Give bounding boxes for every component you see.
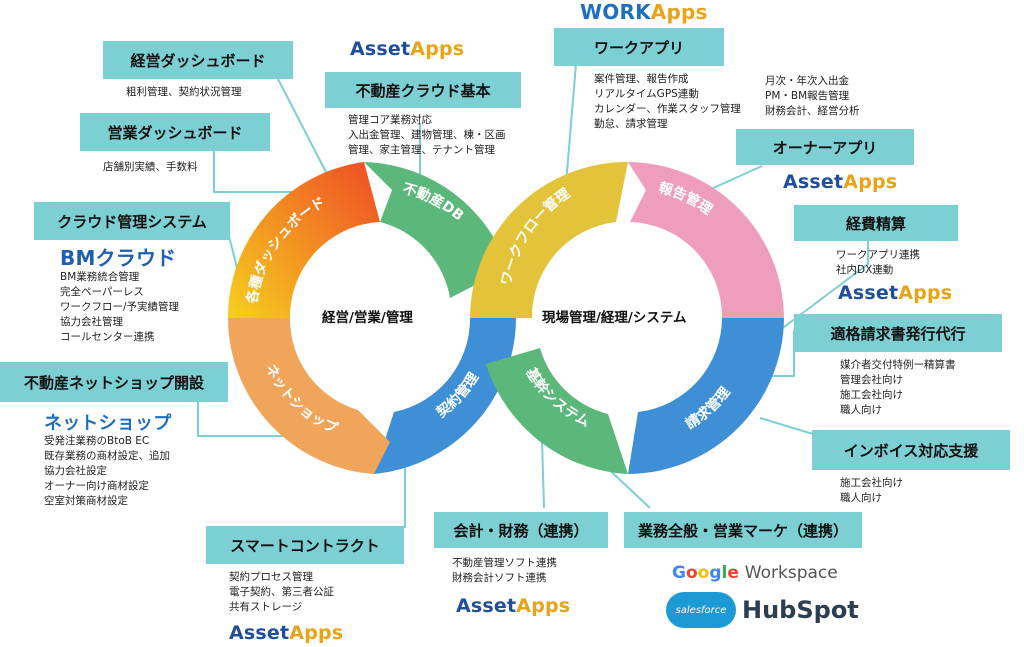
segment-billing[interactable] — [628, 318, 784, 474]
invoice-agent-box[interactable]: 適格請求書発行代行 — [794, 314, 1002, 352]
desc-line: 不動産管理ソフト連携 — [452, 557, 557, 569]
desc-line: 案件管理、報告作成 — [594, 73, 689, 85]
owner-app-box[interactable]: オーナーアプリ — [736, 129, 914, 165]
accounting-desc: 不動産管理ソフト連携 財務会計ソフト連携 — [452, 556, 557, 586]
smart-contract-desc: 契約プロセス管理 電子契約、第三者公証 共有ストレージ — [229, 570, 334, 615]
desc-line: 媒介者交付特例ー精算書 — [840, 359, 956, 371]
desc-line: 施工会社向け — [840, 389, 903, 401]
business-box[interactable]: 業務全般・営業マーケ（連携） — [624, 512, 862, 548]
desc-line: 社内DX連動 — [836, 264, 894, 276]
work-app-box[interactable]: ワークアプリ — [554, 28, 724, 66]
smart-contract-box[interactable]: スマートコントラクト — [206, 526, 404, 564]
assetapps-logo: AssetApps — [783, 171, 898, 193]
bm-cloud-logo: BMクラウド — [60, 246, 177, 270]
accounting-box[interactable]: 会計・財務（連携） — [434, 512, 608, 548]
left-center-label: 経営/営業/管理 — [322, 310, 413, 326]
salesforce-logo: salesforce — [666, 592, 736, 628]
work-app-desc: 案件管理、報告作成 リアルタイムGPS連動 カレンダー、作業スタッフ管理 勤怠、… — [594, 72, 741, 132]
desc-line: 施工会社向け — [840, 477, 903, 489]
eigyo-dashboard-box[interactable]: 営業ダッシュボード — [80, 113, 270, 151]
keiei-dashboard-desc: 粗利管理、契約状況管理 — [126, 85, 242, 100]
desc-line: 管理コア業務対応 — [348, 114, 432, 126]
desc-line: 粗利管理、契約状況管理 — [126, 86, 242, 98]
desc-line: コールセンター連携 — [60, 331, 155, 343]
hubspot-logo: HubSpot — [742, 596, 859, 624]
google-wordmark: Google — [672, 563, 739, 583]
desc-line: 店舗別実績、手数料 — [103, 161, 198, 173]
invoice-support-box[interactable]: インボイス対応支援 — [812, 430, 1010, 470]
fudosan-cloud-box[interactable]: 不動産クラウド基本 — [325, 72, 521, 108]
segment-db[interactable] — [364, 162, 508, 298]
segment-netshop[interactable] — [228, 318, 390, 474]
desc-line: リアルタイムGPS連動 — [594, 88, 699, 100]
desc-line: 財務会計ソフト連携 — [452, 572, 547, 584]
assetapps-logo: AssetApps — [229, 622, 344, 644]
desc-line: オーナー向け商材設定 — [44, 480, 149, 492]
segment-report[interactable] — [628, 162, 784, 318]
desc-line: 空室対策商材設定 — [44, 495, 128, 507]
net-shop-open-desc: 受発注業務のBtoB EC 既存業務の商材設定、追加 協力会社設定 オーナー向け… — [44, 434, 170, 509]
invoice-support-desc: 施工会社向け 職人向け — [840, 476, 903, 506]
desc-line: 協力会社設定 — [44, 465, 107, 477]
keiei-dashboard-box[interactable]: 経営ダッシュボード — [103, 41, 293, 79]
desc-line: 財務会計、経営分析 — [765, 105, 860, 117]
google-workspace-logo: Google Workspace — [672, 563, 838, 583]
desc-line: 入出金管理、建物管理、棟・区画 — [348, 129, 506, 141]
desc-line: 完全ペーパーレス — [60, 286, 144, 298]
expense-desc: ワークアプリ連携 社内DX連動 — [836, 248, 920, 278]
desc-line: ワークフロー/予実績管理 — [60, 301, 180, 313]
desc-line: 電子契約、第三者公証 — [229, 586, 334, 598]
desc-line: 共有ストレージ — [229, 601, 303, 613]
right-center-label: 現場管理/経理/システム — [542, 310, 687, 326]
desc-line: 勤怠、請求管理 — [594, 118, 668, 130]
desc-line: 管理、家主管理、テナント管理 — [348, 144, 495, 156]
eigyo-dashboard-desc: 店舗別実績、手数料 — [103, 160, 198, 175]
owner-app-desc: 月次・年次入出金 PM・BM報告管理 財務会計、経営分析 — [765, 74, 860, 119]
desc-line: カレンダー、作業スタッフ管理 — [594, 103, 741, 115]
segment-dashboard[interactable] — [227, 162, 380, 318]
cloud-system-box[interactable]: クラウド管理システム — [34, 202, 230, 240]
segment-core[interactable] — [486, 348, 628, 474]
assetapps-logo: AssetApps — [838, 282, 953, 304]
assetapps-logo: AssetApps — [456, 595, 571, 617]
desc-line: 受発注業務のBtoB EC — [44, 435, 150, 447]
desc-line: BM業務統合管理 — [60, 271, 140, 283]
net-shop-logo: ネットショップ — [44, 413, 172, 434]
expense-box[interactable]: 経費精算 — [794, 205, 958, 241]
assetapps-logo: AssetApps — [350, 38, 465, 60]
desc-line: 既存業務の商材設定、追加 — [44, 450, 170, 462]
invoice-agent-desc: 媒介者交付特例ー精算書 管理会社向け 施工会社向け 職人向け — [840, 358, 956, 418]
desc-line: 職人向け — [840, 492, 882, 504]
desc-line: 協力会社管理 — [60, 316, 123, 328]
cloud-system-desc: BM業務統合管理 完全ペーパーレス ワークフロー/予実績管理 協力会社管理 コー… — [60, 270, 179, 345]
desc-line: ワークアプリ連携 — [836, 249, 920, 261]
net-shop-open-box[interactable]: 不動産ネットショップ開設 — [0, 362, 228, 402]
workapps-logo: WORKApps — [580, 0, 708, 24]
desc-line: 管理会社向け — [840, 374, 903, 386]
segment-contract[interactable] — [374, 318, 516, 474]
segment-workflow[interactable] — [470, 161, 628, 318]
desc-line: 月次・年次入出金 — [765, 75, 849, 87]
fudosan-cloud-desc: 管理コア業務対応 入出金管理、建物管理、棟・区画 管理、家主管理、テナント管理 — [348, 113, 506, 158]
desc-line: PM・BM報告管理 — [765, 90, 850, 102]
desc-line: 契約プロセス管理 — [229, 571, 313, 583]
desc-line: 職人向け — [840, 404, 882, 416]
